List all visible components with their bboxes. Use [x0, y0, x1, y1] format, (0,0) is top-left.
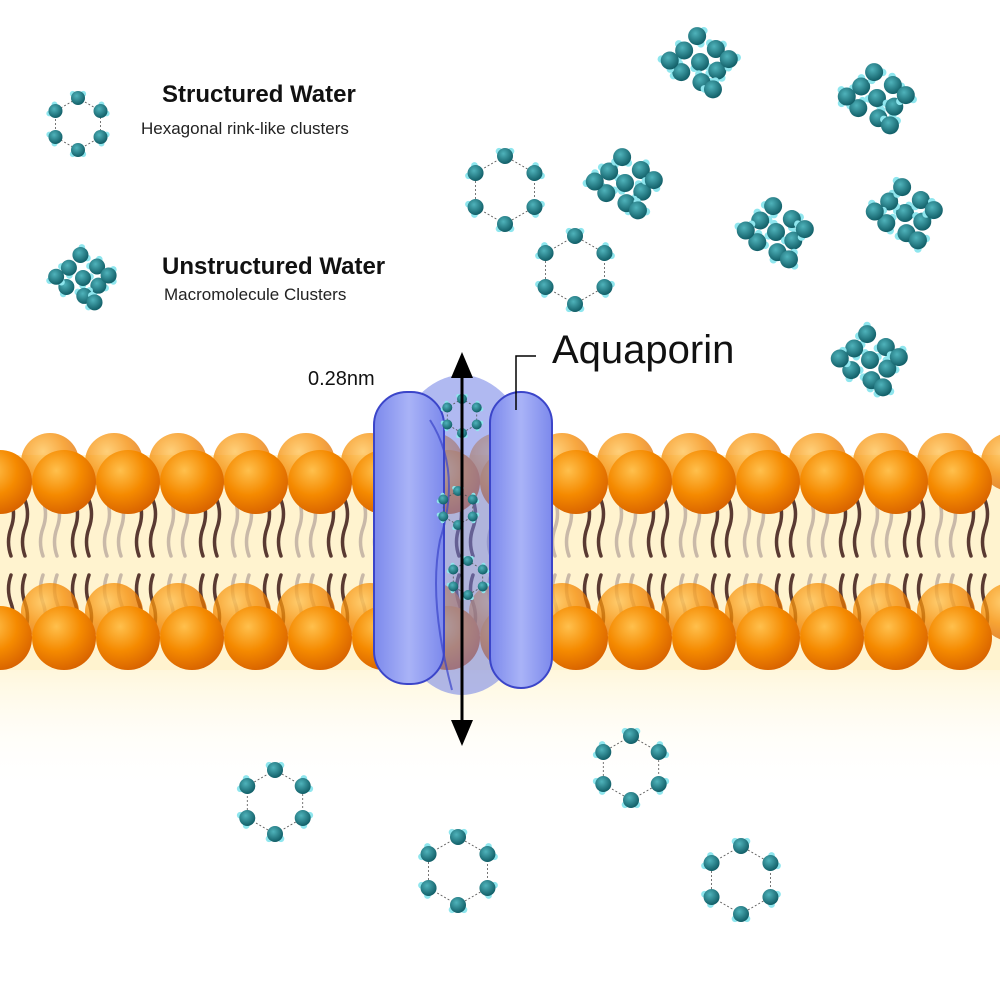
- structured-water-cluster: [418, 828, 498, 914]
- structured-water-cluster: [46, 90, 110, 158]
- structured-water-cluster: [446, 555, 490, 601]
- structured-water-subtitle: Hexagonal rink-like clusters: [141, 119, 349, 138]
- lipid-head: [800, 606, 864, 670]
- lipid-head: [864, 450, 928, 514]
- unstructured-water-subtitle: Macromolecule Clusters: [164, 285, 347, 304]
- structured-water-title: Structured Water: [162, 81, 356, 108]
- lipid-head: [736, 606, 800, 670]
- unstructured-water-title: Unstructured Water: [162, 253, 386, 280]
- lipid-head: [544, 450, 608, 514]
- unstructured-water-cluster: [582, 148, 663, 220]
- unstructured-water-cluster: [830, 321, 908, 398]
- lipid-head: [160, 606, 224, 670]
- lipid-head: [928, 606, 992, 670]
- lipid-head: [0, 450, 32, 514]
- lipid-head: [288, 606, 352, 670]
- pore-width-label: 0.28nm: [308, 368, 375, 390]
- protein-helix-left: [373, 391, 445, 685]
- lipid-head: [32, 606, 96, 670]
- lipid-head: [608, 450, 672, 514]
- structured-water-cluster: [465, 147, 545, 233]
- protein-helix-right: [489, 391, 553, 689]
- lipid-head: [288, 450, 352, 514]
- free-water-clusters: [46, 26, 943, 923]
- lipid-head: [544, 606, 608, 670]
- lipid-head: [96, 606, 160, 670]
- lipid-head: [224, 606, 288, 670]
- lipid-head: [800, 450, 864, 514]
- aquaporin-label: Aquaporin: [552, 328, 735, 372]
- lipid-head: [672, 450, 736, 514]
- lipid-head: [160, 450, 224, 514]
- unstructured-water-cluster: [865, 176, 943, 253]
- lipid-head: [0, 606, 32, 670]
- aquaporin-leader-line: [515, 355, 536, 410]
- unstructured-water-cluster: [837, 63, 917, 135]
- lipid-head: [672, 606, 736, 670]
- lipid-head: [864, 606, 928, 670]
- unstructured-water-cluster: [734, 197, 814, 270]
- channel-arrow: [451, 352, 473, 746]
- structured-water-cluster: [236, 761, 314, 843]
- lipid-head: [928, 450, 992, 514]
- lipid-head: [96, 450, 160, 514]
- unstructured-water-cluster: [657, 26, 741, 99]
- unstructured-water-cluster: [46, 244, 117, 311]
- lipid-head: [224, 450, 288, 514]
- structured-water-cluster: [535, 227, 615, 313]
- lipid-head: [32, 450, 96, 514]
- structured-water-cluster: [701, 837, 781, 923]
- structured-water-cluster: [440, 393, 484, 439]
- lipid-head: [608, 606, 672, 670]
- structured-water-cluster: [592, 727, 670, 809]
- lipid-head: [736, 450, 800, 514]
